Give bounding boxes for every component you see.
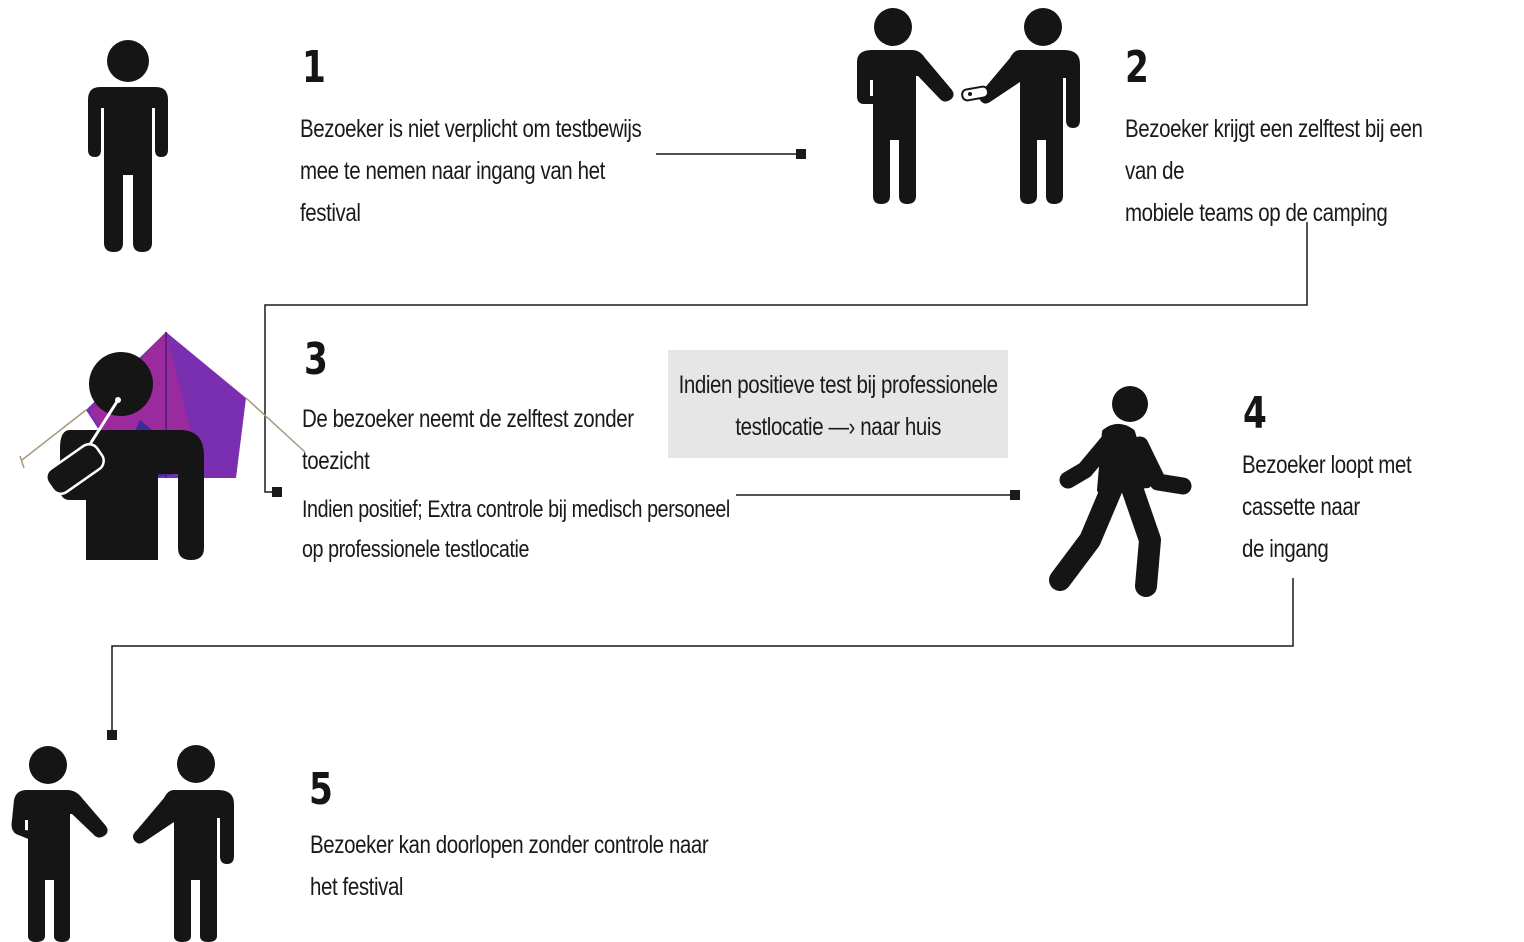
- step-1-line: mee te nemen naar ingang van het: [300, 157, 605, 185]
- note-line: Indien positieve test bij professionele: [678, 371, 998, 399]
- positive-test-note-text: Indien positieve test bij professionele …: [668, 364, 1008, 448]
- connector-4-to-5: [107, 578, 1294, 740]
- step-3-description: De bezoeker neemt de zelftest zonder toe…: [302, 398, 634, 482]
- handing-over-test-icon: [857, 8, 1080, 204]
- connector-3-to-4: [736, 490, 1020, 500]
- step-2-description: Bezoeker krijgt een zelftest bij een van…: [1125, 108, 1452, 234]
- walking-person-icon: [1049, 386, 1192, 597]
- test-stick-icon: [45, 397, 121, 495]
- connector-2-to-3: [264, 222, 1308, 497]
- step-3-number: 3: [304, 334, 328, 385]
- step-2-line: Bezoeker krijgt een zelftest bij een van…: [1125, 115, 1423, 185]
- positive-test-note-box: Indien positieve test bij professionele …: [668, 350, 1008, 458]
- step-5-line: het festival: [310, 873, 404, 901]
- note-line: testlocatie —› naar huis: [735, 413, 941, 441]
- step-3-extra-line: Indien positief; Extra controle bij medi…: [302, 496, 730, 523]
- step-2-number: 2: [1125, 42, 1149, 93]
- step-1-line: Bezoeker is niet verplicht om testbewijs: [300, 115, 642, 143]
- connector-1-to-2: [656, 149, 806, 159]
- test-cassette-icon: [961, 85, 990, 102]
- step-4-line: Bezoeker loopt met cassette naar: [1242, 451, 1412, 521]
- person-in-tent-icon: [19, 332, 306, 560]
- step-3-line: toezicht: [302, 447, 370, 475]
- step-5-description: Bezoeker kan doorlopen zonder controle n…: [310, 824, 709, 908]
- standing-person-icon: [88, 40, 168, 252]
- step-3-extra-note: Indien positief; Extra controle bij medi…: [302, 490, 730, 570]
- step-5-line: Bezoeker kan doorlopen zonder controle n…: [310, 831, 709, 859]
- step-1-number: 1: [302, 42, 326, 93]
- step-1-line: festival: [300, 199, 361, 227]
- step-4-description: Bezoeker loopt met cassette naar de inga…: [1242, 444, 1473, 570]
- step-5-number: 5: [309, 764, 333, 815]
- step-4-line: de ingang: [1242, 535, 1329, 563]
- two-people-handshake-icon: [11, 745, 234, 942]
- step-4-number: 4: [1243, 388, 1267, 439]
- step-2-line: mobiele teams op de camping: [1125, 199, 1388, 227]
- step-3-line: De bezoeker neemt de zelftest zonder: [302, 405, 634, 433]
- step-1-description: Bezoeker is niet verplicht om testbewijs…: [300, 108, 642, 234]
- step-3-extra-line: op professionele testlocatie: [302, 536, 530, 563]
